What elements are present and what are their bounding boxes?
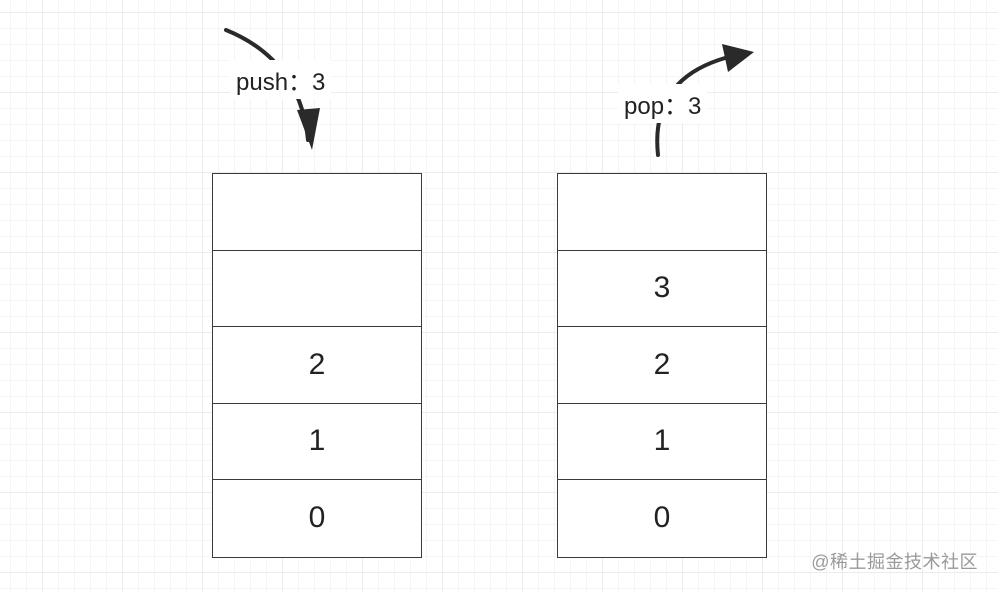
stack-cell <box>558 174 766 251</box>
push-arrowhead <box>297 108 320 150</box>
stack-cell: 1 <box>213 404 421 480</box>
watermark: @稀土掘金技术社区 <box>811 552 978 572</box>
pop-label: pop：3 <box>618 84 708 123</box>
push-label: push：3 <box>230 60 332 99</box>
stack-cell: 0 <box>653 501 671 535</box>
left-stack: 2 1 0 <box>212 173 422 558</box>
stack-cell: 0 <box>308 501 326 535</box>
stack-cell <box>213 251 421 327</box>
stack-cell: 2 <box>558 327 766 404</box>
right-stack: 3 2 1 0 <box>557 173 767 558</box>
stack-cell <box>213 174 421 251</box>
stack-cell: 3 <box>558 251 766 327</box>
pop-arrowhead <box>722 44 754 72</box>
stack-cell: 2 <box>213 327 421 404</box>
stack-cell: 1 <box>558 404 766 480</box>
